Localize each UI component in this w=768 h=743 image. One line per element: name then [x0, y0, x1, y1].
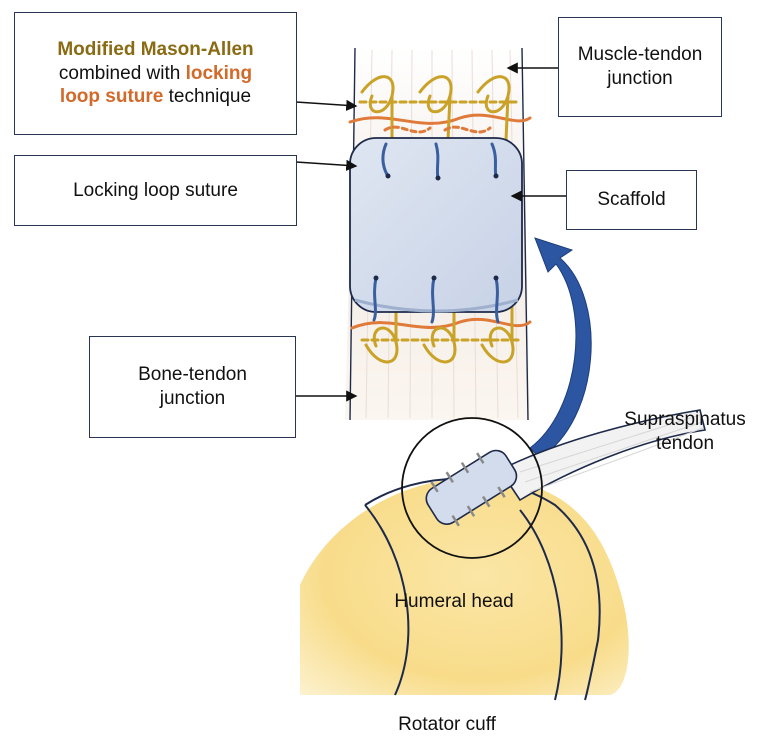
- locking-loop-label-box: Locking loop suture: [14, 155, 297, 226]
- supraspinatus-label: Supraspinatus tendon: [606, 408, 764, 456]
- arrow-technique: [296, 102, 356, 106]
- muscle-tendon-line1: Muscle-tendon: [578, 43, 703, 67]
- curved-arrow: [530, 238, 591, 458]
- mason-allen-text: Modified Mason-Allen: [57, 39, 253, 60]
- humeral-head-label: Humeral head: [368, 590, 540, 614]
- bone-tendon-line2: junction: [160, 387, 226, 411]
- supraspinatus-line2: tendon: [606, 432, 764, 456]
- bone-tendon-label-box: Bone-tendon junction: [89, 336, 296, 438]
- technique-text: technique: [163, 86, 251, 107]
- scaffold-label: Scaffold: [597, 188, 665, 212]
- supraspinatus-line1: Supraspinatus: [606, 408, 764, 432]
- locking-loop-label: Locking loop suture: [73, 179, 238, 203]
- rotator-cuff-text: Rotator cuff: [398, 714, 496, 735]
- technique-label-line2: combined with locking: [59, 62, 252, 86]
- scaffold-label-box: Scaffold: [566, 170, 697, 230]
- humeral-head-text: Humeral head: [394, 591, 513, 612]
- locking-text: locking: [186, 63, 253, 84]
- loop-suture-text: loop suture: [60, 86, 163, 107]
- combined-with-text: combined with: [59, 63, 186, 84]
- technique-label-box: Modified Mason-Allen combined with locki…: [14, 12, 297, 135]
- technique-label-line3: loop suture technique: [60, 85, 251, 109]
- muscle-tendon-label-box: Muscle-tendon junction: [558, 17, 722, 117]
- bone-tendon-line1: Bone-tendon: [138, 363, 247, 387]
- rotator-cuff-label: Rotator cuff: [362, 713, 532, 737]
- arrow-locking-loop: [296, 162, 356, 166]
- muscle-tendon-line2: junction: [607, 67, 673, 91]
- technique-label-line1: Modified Mason-Allen: [57, 38, 253, 62]
- scaffold-graphic: [350, 138, 522, 322]
